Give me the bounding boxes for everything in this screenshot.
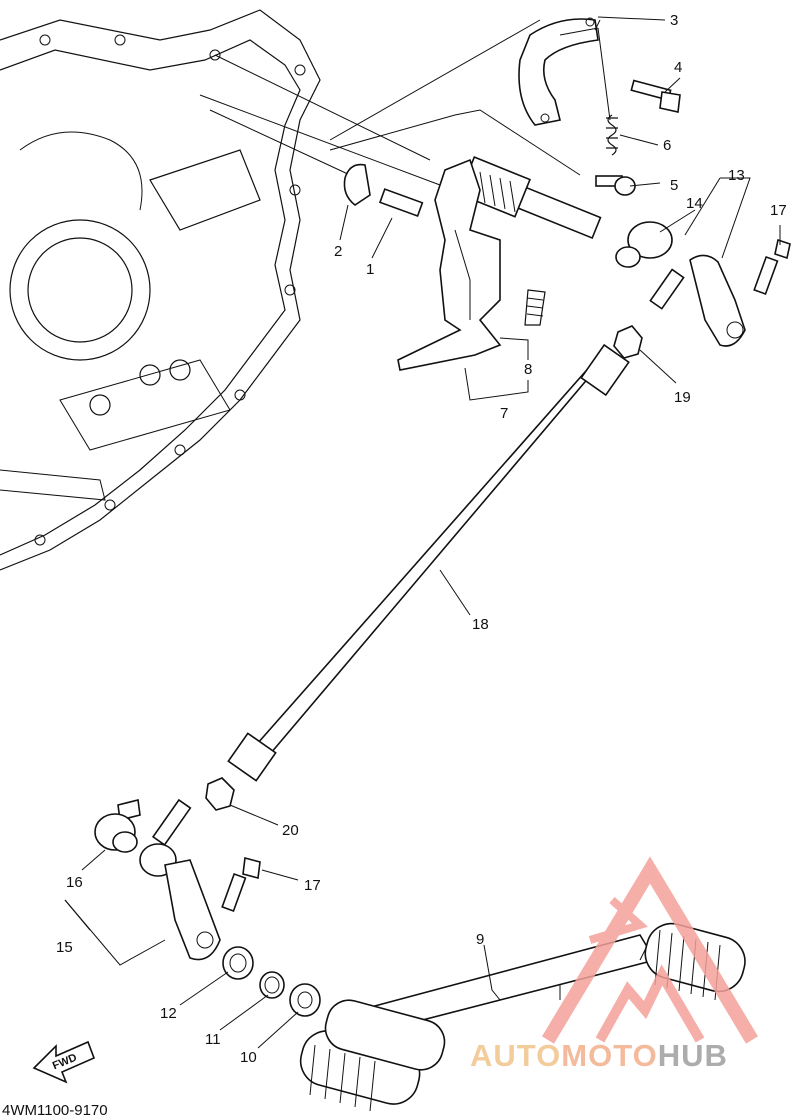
pin-part bbox=[595, 175, 636, 196]
collar-part-12 bbox=[222, 946, 254, 980]
label-part-14: 14 bbox=[686, 195, 703, 212]
label-part-20: 20 bbox=[282, 822, 299, 839]
joint-part-14 bbox=[615, 221, 673, 268]
label-part-17-top: 17 bbox=[770, 202, 787, 219]
pedal-rubber-front bbox=[299, 999, 446, 1112]
stopper-bolt-part bbox=[378, 188, 424, 218]
washer-part-10 bbox=[289, 983, 321, 1017]
part-labels: 1 2 3 4 5 6 7 8 9 10 11 12 13 14 15 16 1… bbox=[56, 12, 787, 1066]
label-part-8: 8 bbox=[524, 361, 532, 378]
label-part-6: 6 bbox=[663, 137, 671, 154]
label-part-1: 1 bbox=[366, 261, 374, 278]
shift-arm-part-15 bbox=[139, 798, 221, 961]
bolt-part-17-top bbox=[753, 238, 791, 295]
bolt-part bbox=[630, 79, 681, 113]
leader-lines bbox=[64, 16, 781, 1049]
label-part-5: 5 bbox=[670, 177, 678, 194]
diagram-code: 4WM1100-9170 bbox=[2, 1102, 108, 1119]
label-part-7: 7 bbox=[500, 405, 508, 422]
watermark-hub: HUB bbox=[658, 1038, 728, 1073]
watermark-moto: MOTO bbox=[561, 1038, 657, 1073]
label-part-12: 12 bbox=[160, 1005, 177, 1022]
watermark-text: AUTOMOTOHUB bbox=[470, 1038, 728, 1073]
collar-part bbox=[343, 163, 371, 206]
label-part-19: 19 bbox=[674, 389, 691, 406]
watermark: AUTOMOTOHUB bbox=[470, 856, 759, 1073]
spring-part-6 bbox=[606, 114, 618, 156]
label-part-2: 2 bbox=[334, 243, 342, 260]
label-part-18: 18 bbox=[472, 616, 489, 633]
label-part-13: 13 bbox=[728, 167, 745, 184]
label-part-17-low: 17 bbox=[304, 877, 321, 894]
spring-part-8 bbox=[524, 289, 546, 326]
circlip-part-11 bbox=[259, 971, 285, 999]
watermark-logo-icon bbox=[541, 856, 759, 1044]
label-part-3: 3 bbox=[670, 12, 678, 29]
watermark-auto: AUTO bbox=[470, 1038, 561, 1073]
label-part-9: 9 bbox=[476, 931, 484, 948]
cover-bolt-holes bbox=[34, 34, 306, 546]
shift-rod-part bbox=[227, 343, 630, 782]
joint-part-16 bbox=[94, 799, 141, 853]
crankcase-cover bbox=[0, 9, 581, 571]
shift-shaft-part bbox=[397, 156, 602, 371]
shift-guide-part bbox=[518, 17, 601, 126]
nut-part-20 bbox=[205, 777, 235, 811]
label-part-4: 4 bbox=[674, 59, 682, 76]
shift-arm-part-13 bbox=[649, 254, 746, 347]
label-part-16: 16 bbox=[66, 874, 83, 891]
label-part-11: 11 bbox=[205, 1031, 221, 1048]
bolt-part-17-low bbox=[221, 856, 261, 912]
label-part-15: 15 bbox=[56, 939, 73, 956]
forward-arrow-icon: FWD bbox=[32, 1040, 96, 1084]
label-part-10: 10 bbox=[240, 1049, 257, 1066]
nut-part-19 bbox=[613, 325, 643, 359]
